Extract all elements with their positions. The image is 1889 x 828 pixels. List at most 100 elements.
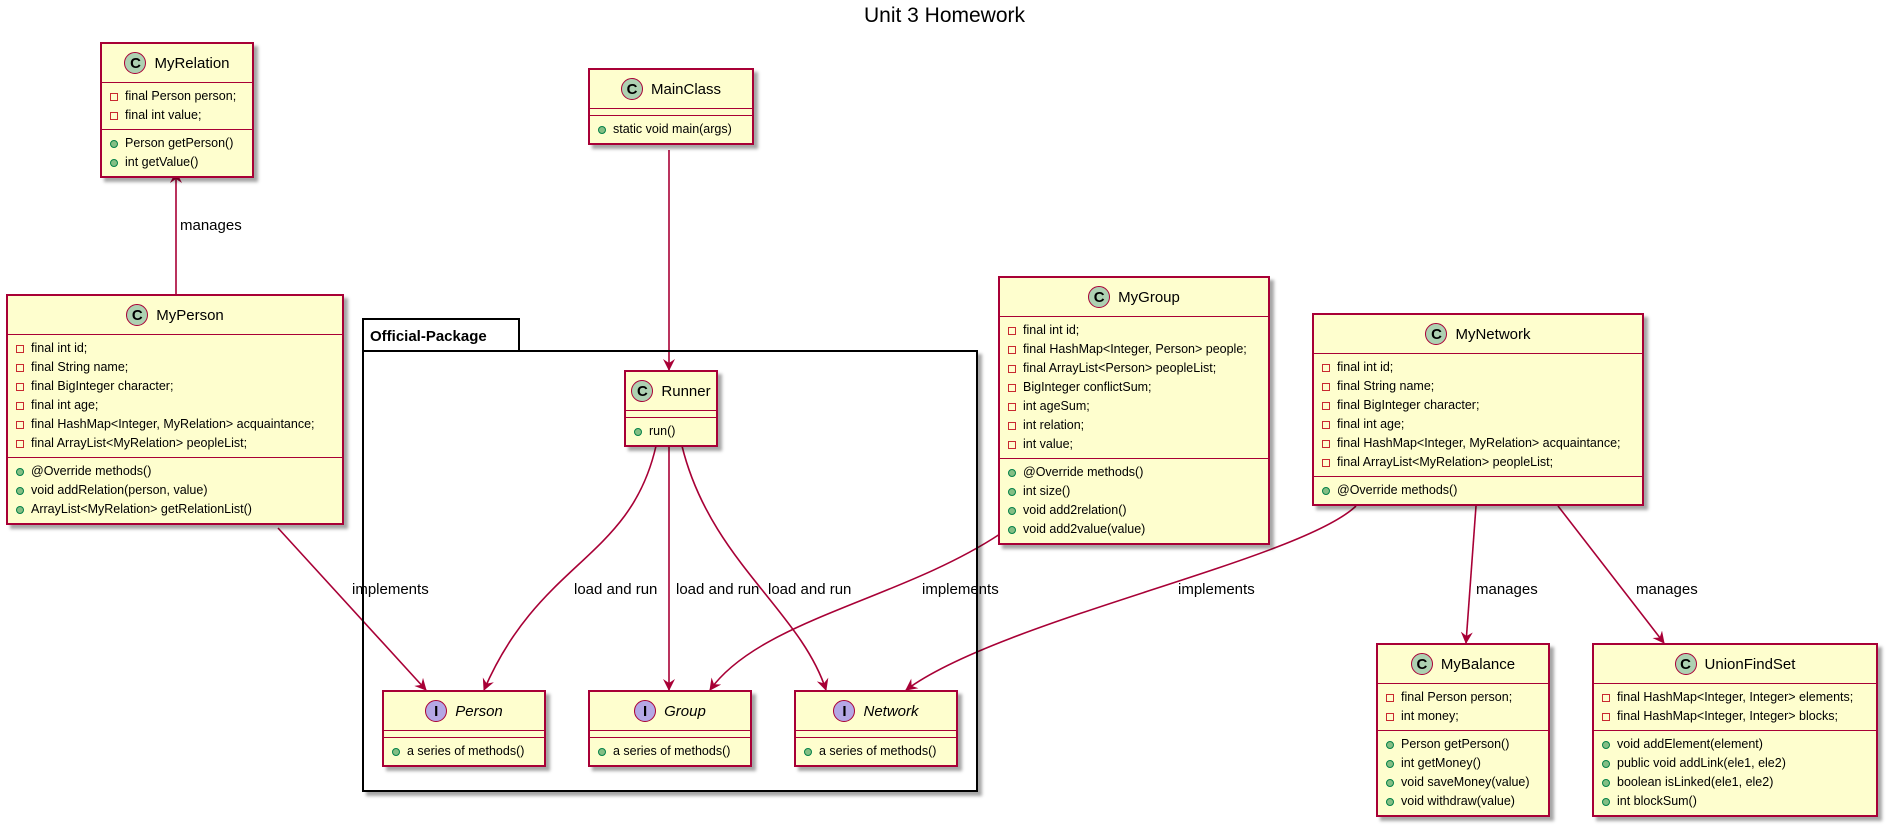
field-text: final String name; [31,360,129,374]
field-row: final int age; [16,396,334,415]
interface-icon: I [634,700,657,722]
relation-label: manages [1636,581,1698,598]
private-visibility-icon [1008,421,1016,430]
private-visibility-icon [1602,693,1610,702]
field-text: final ArrayList<MyRelation> peopleList; [1337,455,1554,469]
class-icon: C [1425,323,1448,345]
private-visibility-icon [16,439,24,448]
public-visibility-icon [110,139,118,148]
class-name: MyBalance [1440,655,1516,673]
public-visibility-icon [598,747,606,756]
public-visibility-icon [1322,486,1330,495]
class-name: UnionFindSet [1704,655,1796,673]
field-text: int value; [1023,437,1074,451]
relation-label: implements [1178,581,1255,598]
private-visibility-icon [110,111,118,120]
relation-label: implements [922,581,999,598]
private-visibility-icon [1008,364,1016,373]
method-row: Person getPerson() [110,134,244,153]
field-text: BigInteger conflictSum; [1023,380,1152,394]
diagram-title: Unit 3 Homework [863,4,1026,27]
method-row: @Override methods() [16,462,334,481]
method-text: boolean isLinked(ele1, ele2) [1617,775,1774,789]
public-visibility-icon [1602,740,1610,749]
private-visibility-icon [1008,383,1016,392]
method-row: Person getPerson() [1386,735,1540,754]
public-visibility-icon [598,125,606,134]
interface-icon: I [833,700,856,722]
relation-label: implements [352,581,429,598]
class-icon: C [1088,286,1111,308]
class-icon: C [620,78,643,100]
field-row: int money; [1386,707,1540,726]
class-icon: C [1410,653,1433,675]
field-text: final HashMap<Integer, Integer> elements… [1617,690,1854,704]
relation-label: load and run [676,581,760,598]
public-visibility-icon [1602,778,1610,787]
private-visibility-icon [1322,420,1330,429]
class-name: MyPerson [156,306,224,324]
private-visibility-icon [1386,712,1394,721]
method-row: int blockSum() [1602,792,1868,811]
class-box-mybalance[interactable]: C MyBalance final Person person; int money;… [1376,643,1550,817]
public-visibility-icon [16,467,24,476]
method-row: a series of methods() [804,742,948,761]
class-name: Runner [661,382,711,400]
field-row: int value; [1008,435,1260,454]
class-methods: Person getPerson()int getMoney()void sav… [1378,730,1548,815]
private-visibility-icon [16,344,24,353]
method-text: Person getPerson() [1401,737,1510,751]
method-row: @Override methods() [1322,481,1634,500]
method-text: static void main(args) [613,122,732,136]
field-text: final HashMap<Integer, Integer> blocks; [1617,709,1838,723]
method-text: @Override methods() [1337,483,1458,497]
class-fields: final int id;final String name;final Big… [1314,354,1642,476]
field-text: final Person person; [125,89,237,103]
field-text: final int id; [1023,323,1080,337]
method-row: int size() [1008,482,1260,501]
class-methods: a series of methods() [590,737,750,765]
class-fields: final HashMap<Integer, Integer> elements… [1594,684,1876,730]
field-row: final Person person; [1386,688,1540,707]
relation-edge-mynetwork-to-mybalance [1460,505,1477,644]
field-row: final ArrayList<MyRelation> peopleList; [1322,453,1634,472]
field-text: final HashMap<Integer, Person> people; [1023,342,1247,356]
class-methods: @Override methods()int size()void add2re… [1000,458,1268,543]
class-icon: C [124,52,147,74]
field-row: final int value; [110,106,244,125]
field-text: int money; [1401,709,1459,723]
relation-edge-runner-to-person [482,445,657,691]
field-row: final int age; [1322,415,1634,434]
class-fields: final Person person; final int value; [102,83,252,129]
package-name: Official-Package [370,327,487,345]
private-visibility-icon [1322,458,1330,467]
public-visibility-icon [1602,759,1610,768]
field-row: final ArrayList<MyRelation> peopleList; [16,434,334,453]
field-row: final int id; [16,339,334,358]
method-row: a series of methods() [598,742,742,761]
public-visibility-icon [110,158,118,167]
method-row: a series of methods() [392,742,536,761]
method-text: int getValue() [125,155,199,169]
field-row: int relation; [1008,416,1260,435]
field-row: final int id; [1322,358,1634,377]
private-visibility-icon [1322,401,1330,410]
relation-edge-runner-to-network [681,445,829,691]
public-visibility-icon [804,747,812,756]
class-methods: void addElement(element)public void addL… [1594,730,1876,815]
method-text: a series of methods() [407,744,525,758]
